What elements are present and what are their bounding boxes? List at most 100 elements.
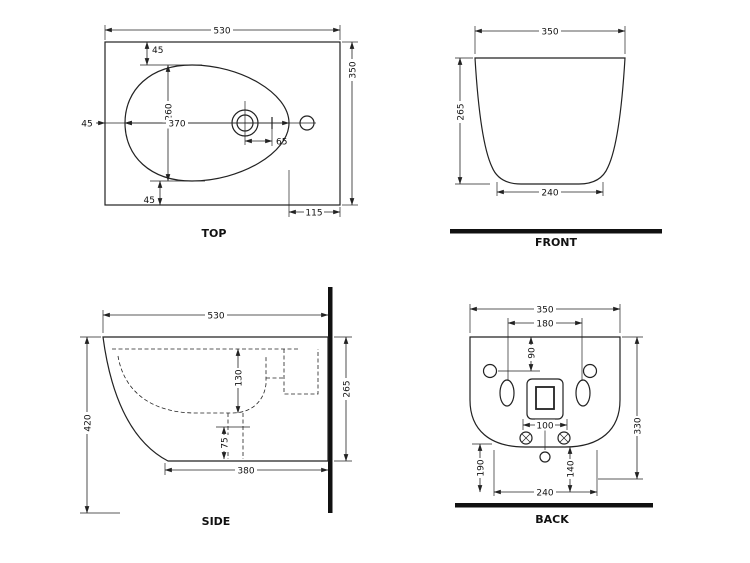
dim-label: 45 [152,46,163,56]
front-floor-line [450,229,662,234]
dim-label: 65 [276,138,287,148]
label-bg [525,345,537,361]
label-bg [564,459,576,479]
label-bg [232,368,244,388]
dim-label: 350 [536,306,553,316]
top-view: 530 45 260 370 45 45 [79,24,359,240]
dim-front-240: 240 [496,182,604,199]
dim-back-100: 100 [522,419,568,432]
view-label-side: SIDE [202,515,231,528]
dim-label: 265 [343,380,353,397]
screw-cross [521,433,531,443]
label-bg [235,464,257,476]
dim-label: 350 [349,61,359,78]
dim-label: 350 [541,28,558,38]
screw-cross [559,433,569,443]
side-hidden-trap [283,349,319,395]
label-bg [474,458,486,478]
side-wall-line [328,287,333,513]
label-bg [534,303,556,315]
dim-label: 240 [541,189,558,199]
dim-top-65: 65 [244,129,287,148]
screw-circle [519,431,533,445]
dim-top-370: 370 [124,117,290,130]
dim-back-350: 350 [469,303,621,333]
back-body-outline [469,336,621,448]
dim-back-140: 140 [564,446,577,493]
dim-back-240: 240 [493,450,598,499]
back-fixing-hole-right [582,363,598,379]
back-slot-left [499,379,515,407]
dim-label: 100 [536,422,553,432]
dim-side-265: 265 [334,336,353,462]
label-bg [534,486,556,498]
label-bg [218,435,230,451]
dim-side-380: 380 [164,463,329,477]
label-bg [539,186,561,198]
top-body-outline [104,41,341,206]
view-label-front: FRONT [535,236,578,249]
dim-top-350: 350 [342,41,359,206]
dim-label: 370 [168,120,185,130]
front-body-outline [474,57,626,185]
top-tap-hole [299,115,315,131]
dim-side-420: 420 [80,336,120,514]
label-bg [211,24,233,36]
dim-label: 330 [634,417,644,434]
back-floor-line [455,503,653,508]
dim-label: 75 [221,437,231,448]
side-view: 530 420 130 75 [80,287,353,528]
back-screw-left [519,431,533,445]
dim-top-530: 530 [104,24,341,40]
label-bg [304,206,324,218]
dim-label: 260 [165,103,175,120]
dim-label: 530 [207,312,224,322]
side-body-outline [102,336,329,462]
back-view: 350 180 90 100 [455,303,653,526]
dim-back-190: 190 [472,443,492,493]
dim-label: 240 [536,489,553,499]
dim-top-115: 115 [288,170,341,219]
dim-front-265: 265 [454,57,490,185]
front-view: 350 265 240 FRONT [450,25,662,249]
dim-label: 115 [305,209,322,219]
dim-label: 180 [536,320,553,330]
view-label-back: BACK [535,513,569,526]
dim-side-130: 130 [232,348,245,414]
back-drain-inner [535,386,555,410]
dim-back-90: 90 [498,336,540,372]
dim-label: 190 [477,459,487,476]
dim-back-330: 330 [598,336,644,480]
label-bg [81,412,93,434]
label-bg [539,25,561,37]
label-bg [346,59,358,81]
side-hidden-bowl [117,355,267,414]
dim-top-45-back: 45 [144,180,163,206]
dim-label: 45 [144,196,155,206]
dim-side-75: 75 [216,426,250,460]
label-bg [340,378,352,400]
back-drain-outer [526,378,564,420]
dim-label: 420 [84,414,94,431]
label-bg [454,101,466,123]
label-bg [166,117,188,129]
back-screw-right [557,431,571,445]
dim-back-180: 180 [507,317,583,381]
dim-label: 140 [567,460,577,477]
dim-label: 530 [213,27,230,37]
dim-label: 130 [235,369,245,386]
label-bg [534,317,556,329]
dim-top-45-front: 45 [140,41,202,66]
dim-label: 265 [457,103,467,120]
screw-circle [557,431,571,445]
label-bg [79,117,96,129]
dim-label: 90 [528,347,538,359]
dim-top-45-left: 45 [79,117,133,130]
label-bg [631,416,643,436]
label-bg [535,419,555,431]
dim-front-350: 350 [474,25,626,54]
back-drain-hole [539,451,551,463]
dim-label: 45 [81,120,92,130]
